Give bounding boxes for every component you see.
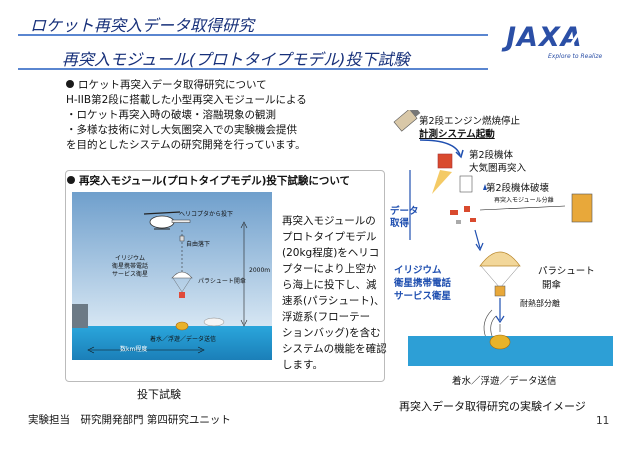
parachute-icon <box>171 271 193 279</box>
module-capsule-icon <box>571 193 593 223</box>
label-iridium-line2: 衛星携帯電話 <box>394 278 452 289</box>
label-distance: 数km程度 <box>120 346 148 353</box>
label-data-acquisition: データ 取得 <box>390 206 419 229</box>
debris-icons <box>450 206 476 224</box>
intro-line: H-IIB第2段に搭載した小型再突入モジュールによる <box>66 94 307 106</box>
logo-swoosh-icon <box>566 27 584 51</box>
label-free-fall: 自由落下 <box>186 241 211 248</box>
bullet-icon <box>66 80 74 88</box>
module-descending <box>179 292 185 298</box>
intro-heading: ロケット再突入データ取得研究について <box>78 79 267 91</box>
sky-background <box>72 192 272 330</box>
flow-sea <box>408 336 613 366</box>
bullet-icon <box>67 176 75 184</box>
reentry-flow-diagram <box>393 110 613 366</box>
drop-test-illustration <box>72 192 272 360</box>
label-measure-start: 計測システム起動 <box>419 129 495 140</box>
label-reentry-line2: 大気圏再突入 <box>469 163 527 174</box>
drop-test-heading: 再突入モジュール(プロトタイプモデル)投下試験について <box>79 175 351 187</box>
drop-test-caption: 投下試験 <box>137 388 181 401</box>
responsible-unit: 実験担当 研究開発部門 第四研究ユニット <box>28 414 231 426</box>
flow-floating-module <box>489 334 511 350</box>
intro-line: ・多様な技術に対し大気圏突入での実験機会提供 <box>66 124 297 136</box>
drop-test-description: 再突入モジュールの プロトタイプモデル (20kg程度)をヘリコ プターにより上… <box>282 215 387 371</box>
label-iridium-line3: サービス衛星 <box>394 291 452 302</box>
helicopter-icon <box>143 211 191 230</box>
label-iridium-line1: イリジウム <box>394 265 442 276</box>
title-rule-2 <box>18 68 488 70</box>
label-breakup: 第2段機体破壊 <box>486 183 550 194</box>
intro-line: を目的としたシステムの研究開発を行っています。 <box>66 139 306 151</box>
sea-background <box>72 326 272 360</box>
slide-title-line2: 再突入モジュール(プロトタイプモデル)投下試験 <box>62 50 410 69</box>
title-rule-1 <box>18 34 488 36</box>
slide-title-line1: ロケット再突入データ取得研究 <box>30 16 255 35</box>
label-parachute-line2: 開傘 <box>542 280 562 291</box>
label-iridium-scene: イリジウム 衛星携帯電話 サービス衛星 <box>112 255 149 278</box>
ship-shape <box>72 304 88 328</box>
intro-heading-row: ロケット再突入データ取得研究について <box>66 78 386 93</box>
signal-wave-icon <box>490 315 497 337</box>
intro-line: ・ロケット再突入時の破壊・溶融現象の観測 <box>66 109 276 121</box>
label-splashdown-scene: 着水／浮遊／データ送信 <box>150 336 217 343</box>
floating-parachute <box>203 317 225 327</box>
label-engine-stop: 第2段エンジン燃焼停止 <box>419 116 521 127</box>
page-number: 11 <box>596 415 610 427</box>
floating-module <box>175 321 189 331</box>
label-flow-splashdown: 着水／浮遊／データ送信 <box>452 376 557 387</box>
label-helicopter-drop: ヘリコプタから投下 <box>179 211 234 218</box>
flow-module-descending <box>494 285 506 297</box>
label-altitude: 2000m <box>249 267 271 274</box>
label-module-separation: 再突入モジュール分離 <box>494 197 554 204</box>
rocket-stage-icon <box>393 110 421 132</box>
reentry-flame <box>432 170 452 194</box>
label-parachute-line1: パラシュート <box>538 266 595 277</box>
drop-test-heading-row: 再突入モジュール(プロトタイプモデル)投下試験について <box>67 173 350 188</box>
flow-parachute-icon <box>479 251 521 267</box>
trajectory-arrow-1 <box>419 139 461 156</box>
reentry-stage-icon <box>437 153 453 169</box>
label-reentry-line1: 第2段機体 <box>469 150 514 161</box>
image-caption: 再突入データ取得研究の実験イメージ <box>399 400 586 413</box>
intro-block: ロケット再突入データ取得研究について H-IIB第2段に搭載した小型再突入モジュ… <box>66 78 386 153</box>
label-parachute-open: パラシュート開傘 <box>198 278 246 285</box>
module-falling <box>179 235 185 242</box>
logo-tagline: Explore to Realize <box>548 53 603 60</box>
label-heatshield-sep: 耐熱部分離 <box>520 299 560 308</box>
